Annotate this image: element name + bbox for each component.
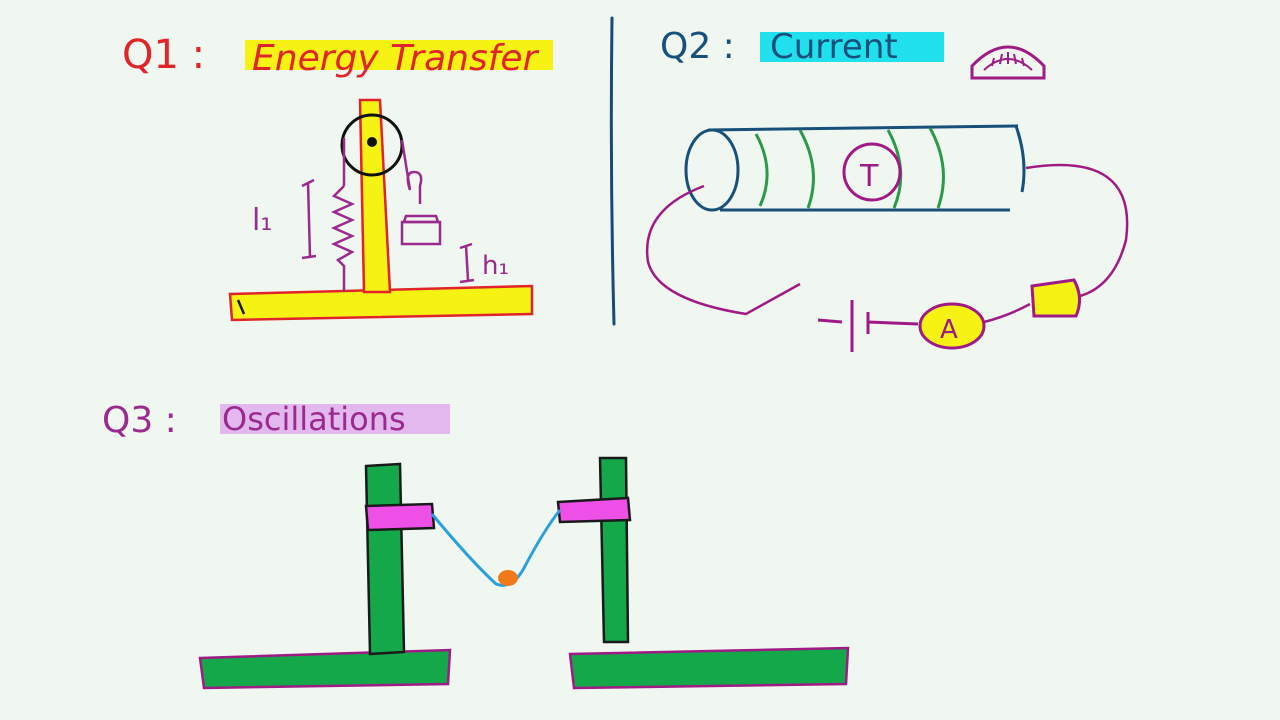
q1-title: Energy Transfer — [252, 38, 540, 79]
right-clamp — [556, 496, 632, 524]
ammeter — [918, 302, 986, 350]
stand-base — [228, 284, 534, 322]
q2-section: Q2 : Current T A — [645, 26, 1129, 352]
hanging-mass — [400, 220, 442, 246]
solenoid-top-edge — [707, 124, 1019, 132]
mass-hook — [406, 170, 423, 204]
height-arrow — [459, 242, 475, 284]
q3-section: Q3 : Oscillations — [102, 400, 850, 690]
q2-title: Current — [770, 27, 898, 67]
q3-title: Oscillations — [222, 400, 406, 438]
left-clamp — [364, 502, 436, 532]
right-stand-base — [568, 646, 850, 690]
q1-prefix: Q1 : — [122, 32, 205, 78]
q2-title-highlight — [760, 32, 944, 62]
left-stand-base — [198, 648, 452, 690]
right-stand-pole — [598, 456, 630, 644]
coil-loop — [754, 133, 769, 207]
pulley-axle — [367, 137, 377, 147]
length-arrow — [301, 178, 317, 260]
oscillator-string — [430, 509, 562, 587]
mass-top — [402, 214, 440, 224]
ammeter-wire — [983, 302, 1031, 324]
coil-loop — [798, 129, 815, 209]
circuit-wire-left — [645, 184, 801, 316]
field-probe — [842, 142, 902, 202]
q1-section: Q1 : Energy Transfer l₁ h₁ — [122, 32, 553, 322]
q1-title-highlight — [245, 40, 553, 70]
left-stand-pole — [364, 462, 406, 656]
ammeter-label: A — [940, 315, 958, 345]
protractor-icon — [970, 45, 1046, 80]
oscillator-bob — [498, 570, 518, 586]
solenoid-end — [684, 128, 740, 212]
stand-base-mark — [236, 299, 246, 315]
circuit-wire-right — [1025, 163, 1129, 298]
height-label: h₁ — [482, 251, 509, 281]
spring — [330, 185, 356, 292]
coil-loop — [928, 127, 945, 209]
stand-pole — [358, 98, 392, 294]
section-divider — [609, 16, 616, 326]
q2-prefix: Q2 : — [660, 26, 735, 67]
q3-prefix: Q3 : — [102, 400, 177, 441]
switch-block — [1030, 278, 1081, 318]
battery-cell — [817, 300, 919, 352]
length-label: l₁ — [252, 203, 272, 238]
field-probe-label: T — [859, 159, 879, 194]
q3-title-highlight — [220, 404, 450, 434]
solenoid-right-edge — [1014, 125, 1026, 193]
